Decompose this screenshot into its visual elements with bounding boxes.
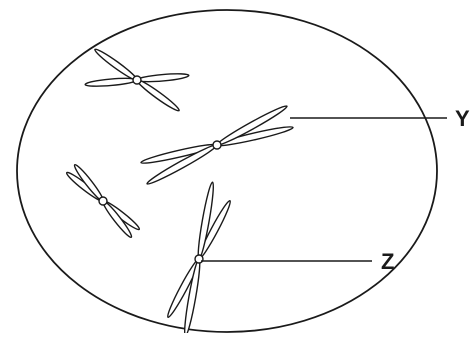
chromosome-1 <box>85 47 189 113</box>
centromere-1 <box>133 76 141 84</box>
chromosome-3 <box>65 163 141 239</box>
centromere-3 <box>99 197 107 205</box>
chromosome-y <box>140 103 294 187</box>
label-y: Y <box>455 106 470 131</box>
chromosome-4 <box>165 182 233 333</box>
centromere-2 <box>213 141 221 149</box>
label-z: Z <box>381 249 394 274</box>
